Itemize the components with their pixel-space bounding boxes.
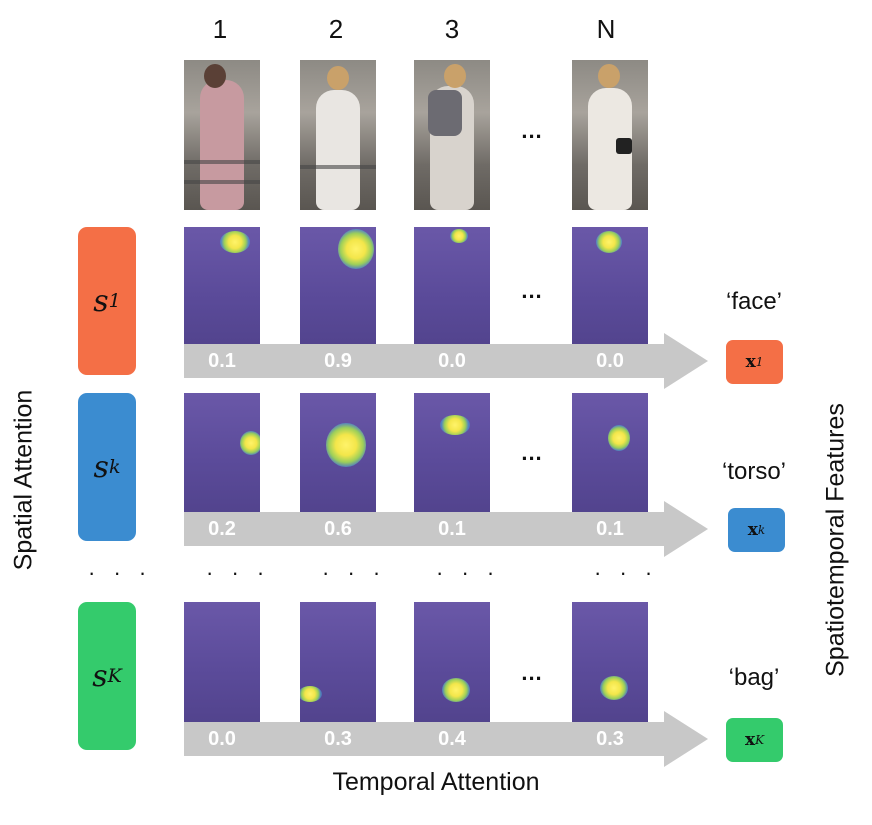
score-r3-c2: 0.3 <box>324 728 352 750</box>
temporal-arrow-head-row2 <box>664 501 708 557</box>
spatial-attention-label: Spatial Attention <box>9 389 38 571</box>
column-header-n: N <box>596 14 616 44</box>
x1-symbol: x <box>745 352 756 372</box>
x1-subscript: 1 <box>755 355 764 369</box>
temporal-arrow-row3 <box>184 722 668 756</box>
xk-subscript: k <box>757 523 766 537</box>
middle-ellipsis-c2: · · · <box>322 560 387 585</box>
score-r2-c2: 0.6 <box>324 518 352 540</box>
score-r2-c1: 0.2 <box>208 518 236 540</box>
sK-subscript: K <box>107 665 122 687</box>
video-frame-2 <box>300 60 376 210</box>
xK-subscript: K <box>755 733 765 747</box>
row2-ellipsis: ... <box>521 440 543 465</box>
video-frame-1 <box>184 60 260 210</box>
score-r1-c1: 0.1 <box>208 350 236 372</box>
feature-label-torso: ‘torso’ <box>721 458 787 485</box>
middle-ellipsis-c3: · · · <box>436 560 501 585</box>
sk-symbol: s <box>93 449 109 485</box>
frames-ellipsis: ... <box>521 118 543 143</box>
video-frame-n <box>572 60 648 210</box>
column-header-1: 1 <box>212 14 228 44</box>
middle-ellipsis-c1: · · · <box>206 560 271 585</box>
temporal-arrow-head-row3 <box>664 711 708 767</box>
temporal-attention-label: Temporal Attention <box>332 768 540 796</box>
score-r1-cn: 0.0 <box>596 350 624 372</box>
spatiotemporal-features-label: Spatiotemporal Features <box>821 403 850 677</box>
middle-ellipsis-cn: · · · <box>594 560 659 585</box>
s1-subscript: 1 <box>108 290 121 312</box>
sk-subscript: k <box>108 456 121 478</box>
score-r3-c3: 0.4 <box>438 728 466 750</box>
column-header-3: 3 <box>444 14 460 44</box>
score-r2-c3: 0.1 <box>438 518 466 540</box>
xK-symbol: x <box>744 730 756 750</box>
feature-label-face: ‘face’ <box>725 288 783 315</box>
feature-label-bag: ‘bag’ <box>728 664 780 691</box>
sK-symbol: s <box>92 658 108 694</box>
temporal-arrow-head-row1 <box>664 333 708 389</box>
score-r1-c3: 0.0 <box>438 350 466 372</box>
middle-ellipsis-spatial: · · · <box>88 560 153 585</box>
score-r1-c2: 0.9 <box>324 350 352 372</box>
score-r3-c1: 0.0 <box>208 728 236 750</box>
s1-symbol: s <box>93 283 109 319</box>
row3-ellipsis: ... <box>521 660 543 685</box>
temporal-arrow-row1 <box>184 344 668 378</box>
column-header-2: 2 <box>328 14 344 44</box>
xk-symbol: x <box>747 520 758 540</box>
score-r3-cn: 0.3 <box>596 728 624 750</box>
temporal-arrow-row2 <box>184 512 668 546</box>
row1-ellipsis: ... <box>521 278 543 303</box>
score-r2-cn: 0.1 <box>596 518 624 540</box>
video-frame-3 <box>414 60 490 210</box>
